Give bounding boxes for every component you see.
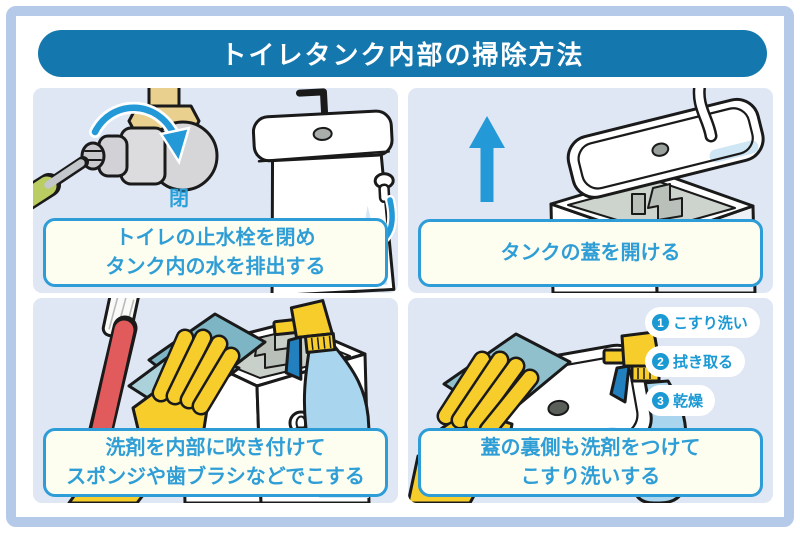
caption-step-3: 洗剤を内部に吹き付けて スポンジや歯ブラシなどでこする — [43, 428, 388, 497]
screwdriver-icon — [33, 156, 89, 210]
caption-line: スポンジや歯ブラシなどでこする — [66, 465, 365, 488]
badge: 3 乾燥 — [645, 385, 716, 416]
caption-line: タンク内の水を排出する — [105, 255, 326, 278]
badge-label: こすり洗い — [673, 315, 748, 332]
cleaning-steps-badges: 1 こすり洗い 2 拭き取る 3 乾燥 — [645, 307, 760, 416]
caption-line: こすり洗いする — [520, 465, 661, 488]
badge-label: 拭き取る — [673, 354, 734, 371]
caption-line: トイレの止水栓を閉め — [115, 227, 316, 250]
lift-arrow-icon — [469, 116, 505, 202]
rotate-close-arrow-icon — [89, 101, 191, 165]
shutoff-valve-icon — [80, 88, 219, 192]
caption-line: 洗剤を内部に吹き付けて — [105, 437, 326, 460]
badge-number: 1 — [652, 314, 669, 331]
page-title: トイレタンク内部の掃除方法 — [220, 40, 585, 70]
panel-step-4: 1 こすり洗い 2 拭き取る 3 乾燥 蓋の裏側も洗剤をつけて こすり洗いする — [408, 298, 773, 503]
caption-step-2: タンクの蓋を開ける — [418, 219, 763, 287]
caption-step-4: 蓋の裏側も洗剤をつけて こすり洗いする — [418, 428, 763, 497]
panel-step-3: 洗剤を内部に吹き付けて スポンジや歯ブラシなどでこする — [33, 298, 398, 503]
badge: 1 こすり洗い — [645, 307, 760, 338]
caption-line: 蓋の裏側も洗剤をつけて — [480, 437, 701, 460]
panel-step-1: 閉 トイレの止水栓を閉め タンク内の水を排出する — [33, 88, 398, 293]
badge: 2 拭き取る — [645, 346, 746, 377]
caption-line: タンクの蓋を開ける — [500, 241, 681, 264]
close-valve-label: 閉 — [169, 188, 189, 210]
badge-number: 2 — [652, 353, 669, 370]
title-banner: トイレタンク内部の掃除方法 — [38, 30, 767, 77]
panel-step-2: タンクの蓋を開ける — [408, 88, 773, 293]
caption-step-1: トイレの止水栓を閉め タンク内の水を排出する — [43, 218, 388, 287]
badge-number: 3 — [652, 392, 669, 409]
badge-label: 乾燥 — [673, 393, 704, 410]
refill-tube-icon — [692, 88, 718, 143]
